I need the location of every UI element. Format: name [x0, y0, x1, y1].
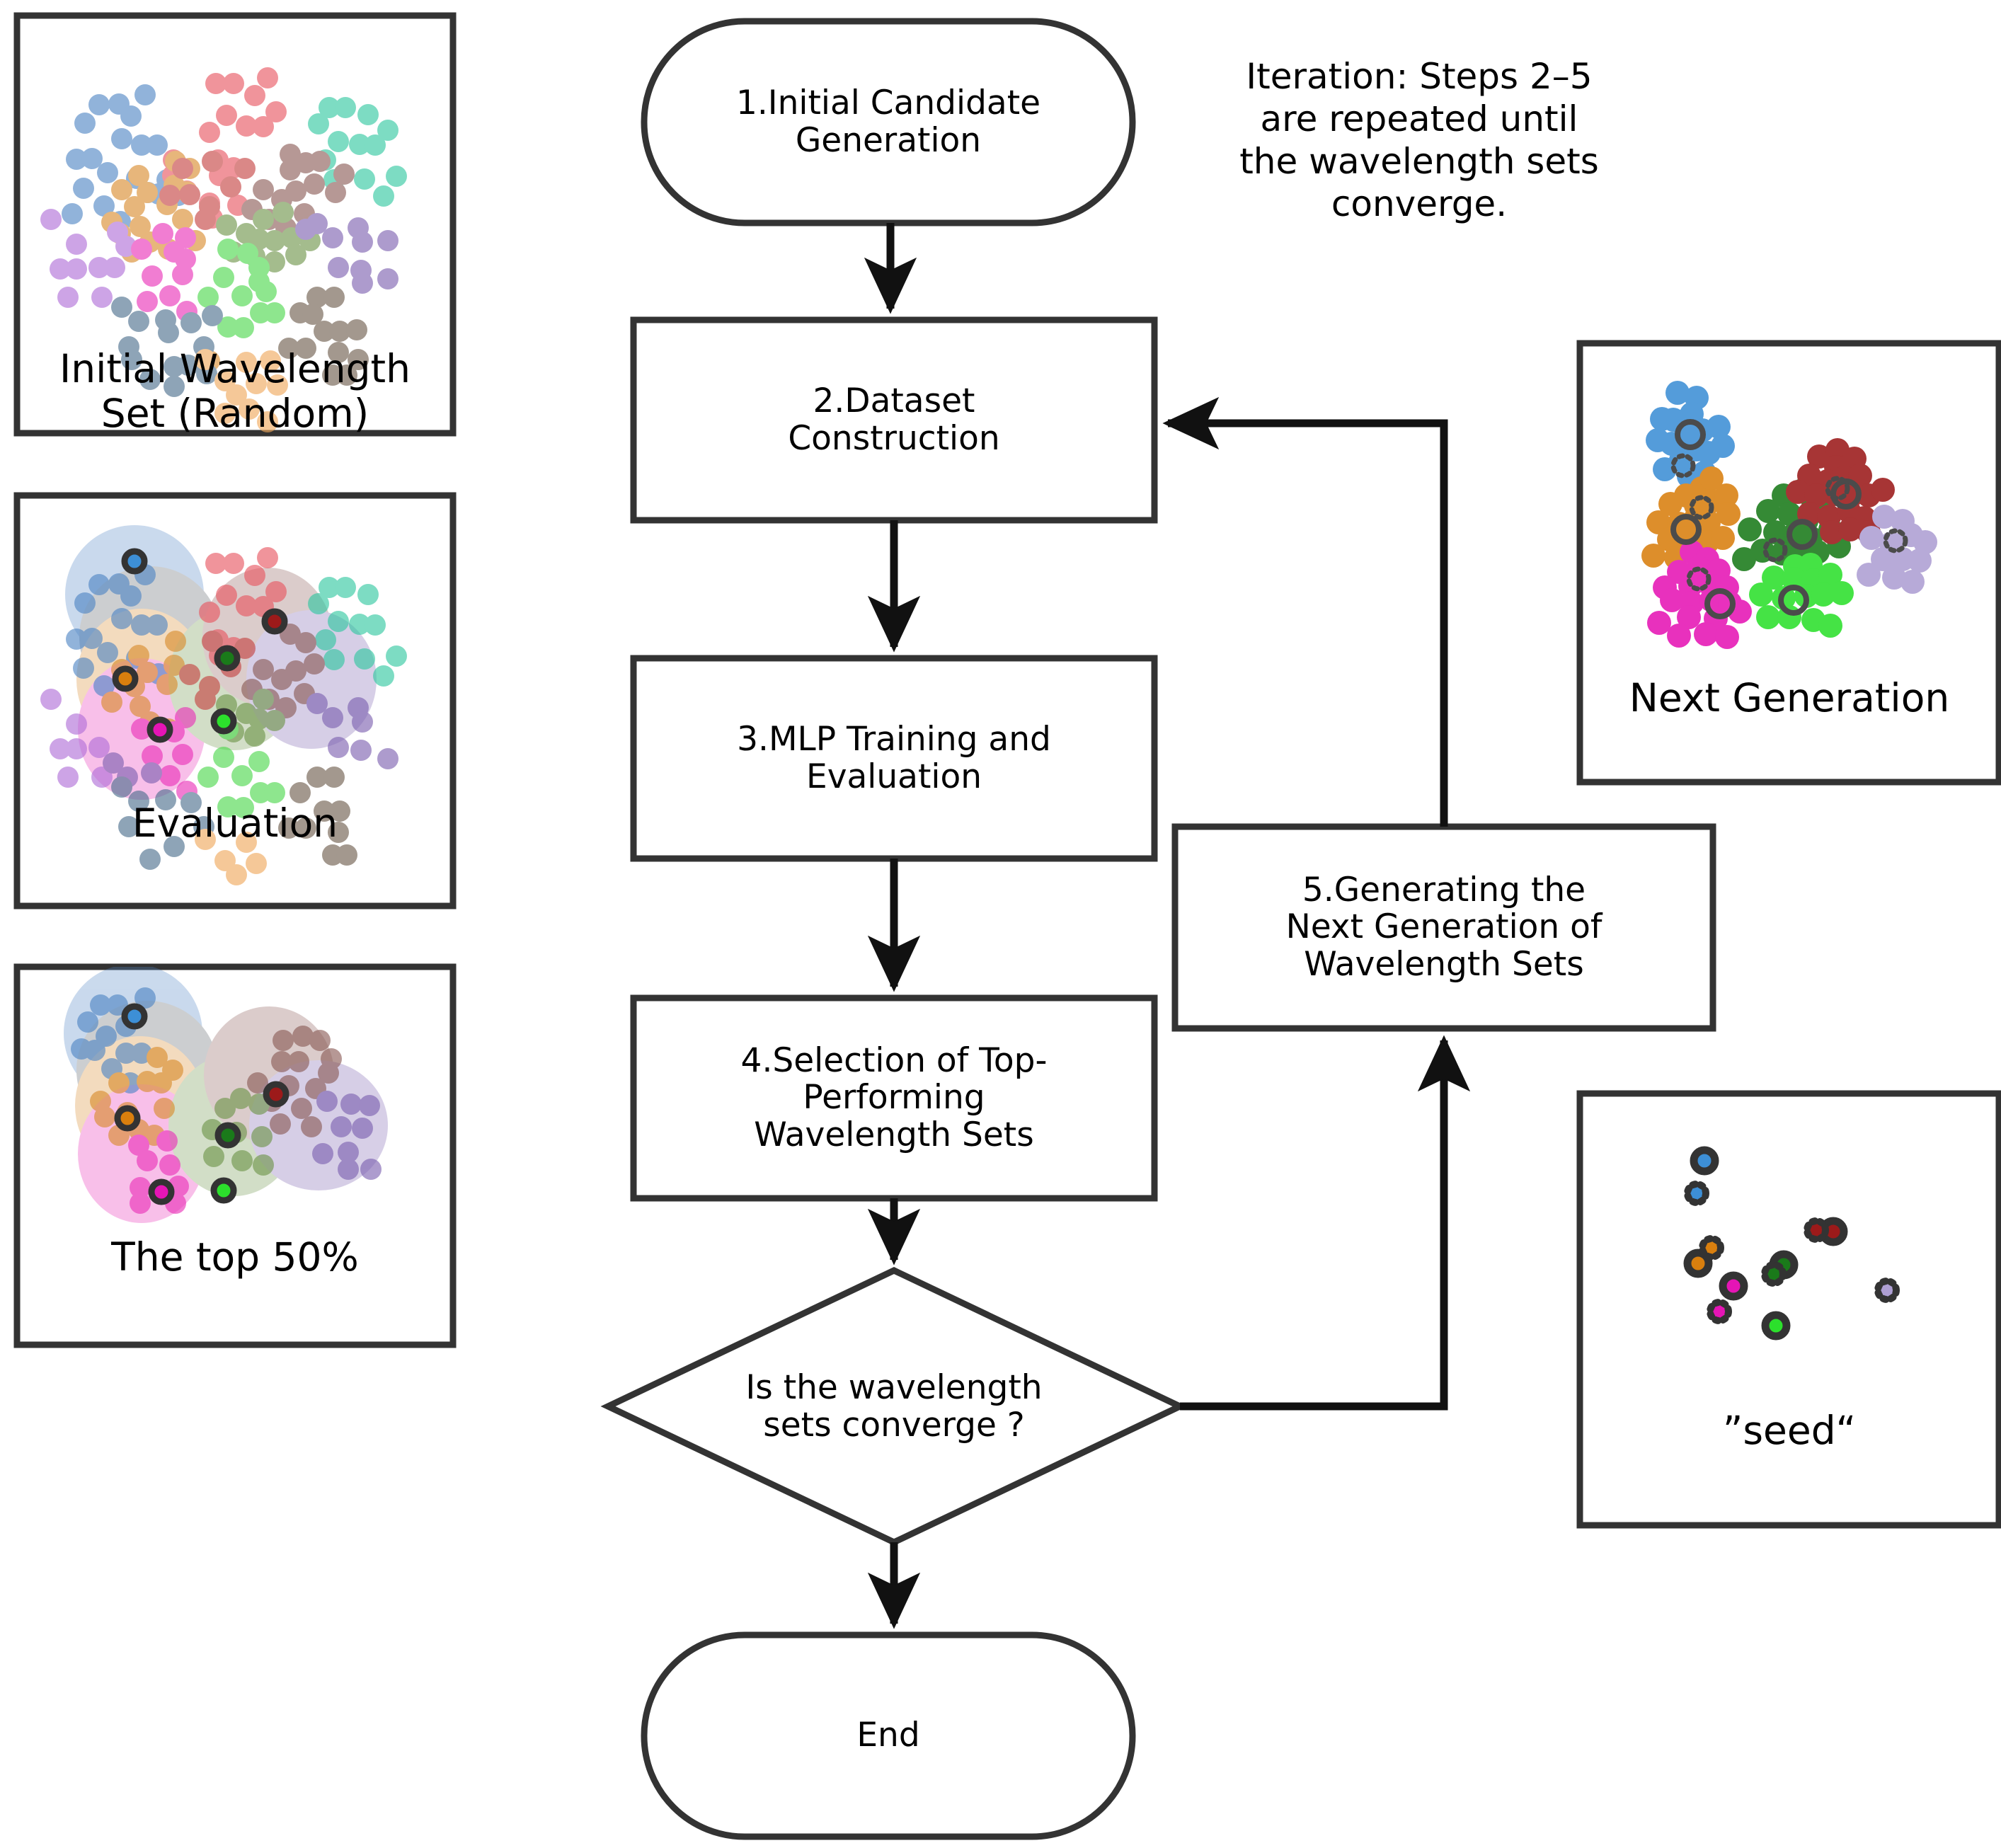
node-decision-converge[interactable]	[600, 1267, 1188, 1546]
scatter-initial	[40, 67, 407, 432]
panel-caption-initial-wavelength-set: Initial Wavelength Set (Random)	[59, 346, 411, 436]
iteration-note: Iteration: Steps 2–5 are repeated until …	[1239, 56, 1599, 224]
panel-evaluation	[13, 492, 457, 909]
panel-caption-seed: ”seed“	[1722, 1408, 1857, 1453]
scatter-evaluation	[40, 525, 407, 885]
flow-shapes	[600, 18, 1716, 1840]
node-end[interactable]	[641, 1631, 1136, 1840]
scatter-top50	[64, 967, 388, 1223]
panel-caption-evaluation: Evaluation	[132, 800, 338, 846]
node-generating-next-generation[interactable]	[1171, 823, 1716, 1032]
panel-top-50-percent	[13, 963, 457, 1348]
panel-next-generation	[1576, 340, 2001, 786]
node-initial-candidate-generation[interactable]	[641, 18, 1136, 226]
scatter-next-generation	[1641, 381, 1937, 649]
edge-decision-to-5	[1180, 1035, 1471, 1411]
flow-connectors	[864, 223, 1471, 1629]
panel-initial-wavelength-set	[13, 12, 457, 437]
panel-caption-top-50-percent: The top 50%	[111, 1234, 359, 1280]
node-dataset-construction[interactable]	[630, 316, 1158, 524]
node-selection-top-performing[interactable]	[630, 994, 1158, 1202]
node-mlp-training-evaluation[interactable]	[630, 655, 1158, 862]
edge-5-to-2	[1162, 396, 1448, 827]
panel-seed	[1576, 1090, 2001, 1529]
scatter-seed	[1683, 1146, 1900, 1341]
panel-caption-next-generation: Next Generation	[1629, 675, 1950, 721]
